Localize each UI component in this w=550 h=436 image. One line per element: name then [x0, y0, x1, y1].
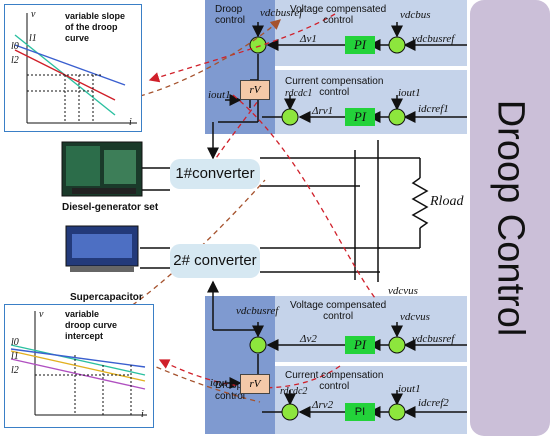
bottom-delta-v: Δv2 [300, 333, 317, 345]
inset-bottom-l0: l0 [11, 337, 19, 348]
vdcvus-label: vdcvus [388, 285, 418, 297]
bottom-rv-block: rV [240, 374, 270, 394]
top-droop-block [205, 0, 275, 134]
diesel-label: Diesel-generator set [62, 202, 159, 213]
droop-control-panel [470, 0, 550, 436]
supercapacitor-image [65, 225, 139, 272]
inset-bottom-l2: l2 [11, 365, 19, 376]
bottom-idcref: idcref2 [418, 397, 449, 409]
bottom-iout: iout1 [398, 383, 421, 395]
bottom-pi-voltage: PI [345, 336, 375, 354]
bottom-vdcvus: vdcvus [400, 311, 430, 323]
top-current-title: Current compensation control [285, 76, 384, 98]
bottom-vdcbusref: vdcbusref [236, 305, 279, 317]
top-rdcdc: rdcdc1 [285, 88, 313, 99]
top-voltage-title: Voltage compensated control [290, 4, 387, 26]
bottom-delta-r: Δrv2 [312, 399, 334, 411]
bottom-vdcbusref-right: vdcbusref [412, 333, 455, 345]
bottom-rdcdc: rdcdc2 [280, 386, 308, 397]
top-pi-current: PI [345, 108, 375, 126]
inset-top-l2: l2 [11, 55, 19, 66]
bottom-droop-block [205, 296, 275, 434]
inset-intercept-plot [10, 311, 147, 416]
inset-bottom-title: variable droop curve intercept [65, 309, 118, 341]
rload-label: Rload [430, 194, 464, 209]
top-vdcbus: vdcbus [400, 9, 431, 21]
inset-top-i: i [129, 117, 132, 128]
inset-bottom-l1: l1 [11, 351, 19, 362]
inset-bottom-i: i [141, 409, 144, 420]
inset-top-l0: l0 [11, 41, 19, 52]
bottom-iout-left: iout [210, 377, 228, 389]
top-vdcbusref: vdcbusref [260, 7, 303, 19]
inset-variable-slope: variable slope of the droop curve l0 l1 … [4, 4, 142, 132]
top-delta-r: Δrv1 [312, 105, 334, 117]
top-droop-label: Droop control [215, 4, 246, 26]
top-voltage-block [275, 0, 467, 66]
bottom-voltage-title: Voltage compensated control [290, 300, 387, 322]
inset-bottom-v: v [39, 309, 44, 320]
top-delta-v: Δv1 [300, 33, 317, 45]
bottom-pi-current: PI [345, 403, 375, 421]
top-iout: iout1 [398, 87, 421, 99]
top-iout-left: iout1 [208, 89, 231, 101]
inset-top-title: variable slope of the droop curve [65, 11, 126, 43]
inset-slope-plot [14, 13, 137, 124]
inset-top-l1: l1 [29, 33, 37, 44]
top-idcref: idcref1 [418, 103, 449, 115]
inset-variable-intercept: variable droop curve intercept l0 l1 l2 … [4, 304, 154, 428]
converter-2: 2# converter [170, 244, 260, 278]
bottom-current-block [275, 366, 467, 434]
bottom-current-title: Current compensation control [285, 370, 384, 392]
converter-1: 1#converter [170, 159, 260, 189]
top-rv-block: rV [240, 80, 270, 100]
top-pi-voltage: PI [345, 36, 375, 54]
bottom-droop-label: Droop control [215, 380, 246, 402]
diesel-generator-image [61, 141, 143, 197]
inset-top-v: v [31, 9, 36, 20]
supercap-label: Supercapacitor [70, 292, 143, 303]
top-vdcbusref-right: vdcbusref [412, 33, 455, 45]
